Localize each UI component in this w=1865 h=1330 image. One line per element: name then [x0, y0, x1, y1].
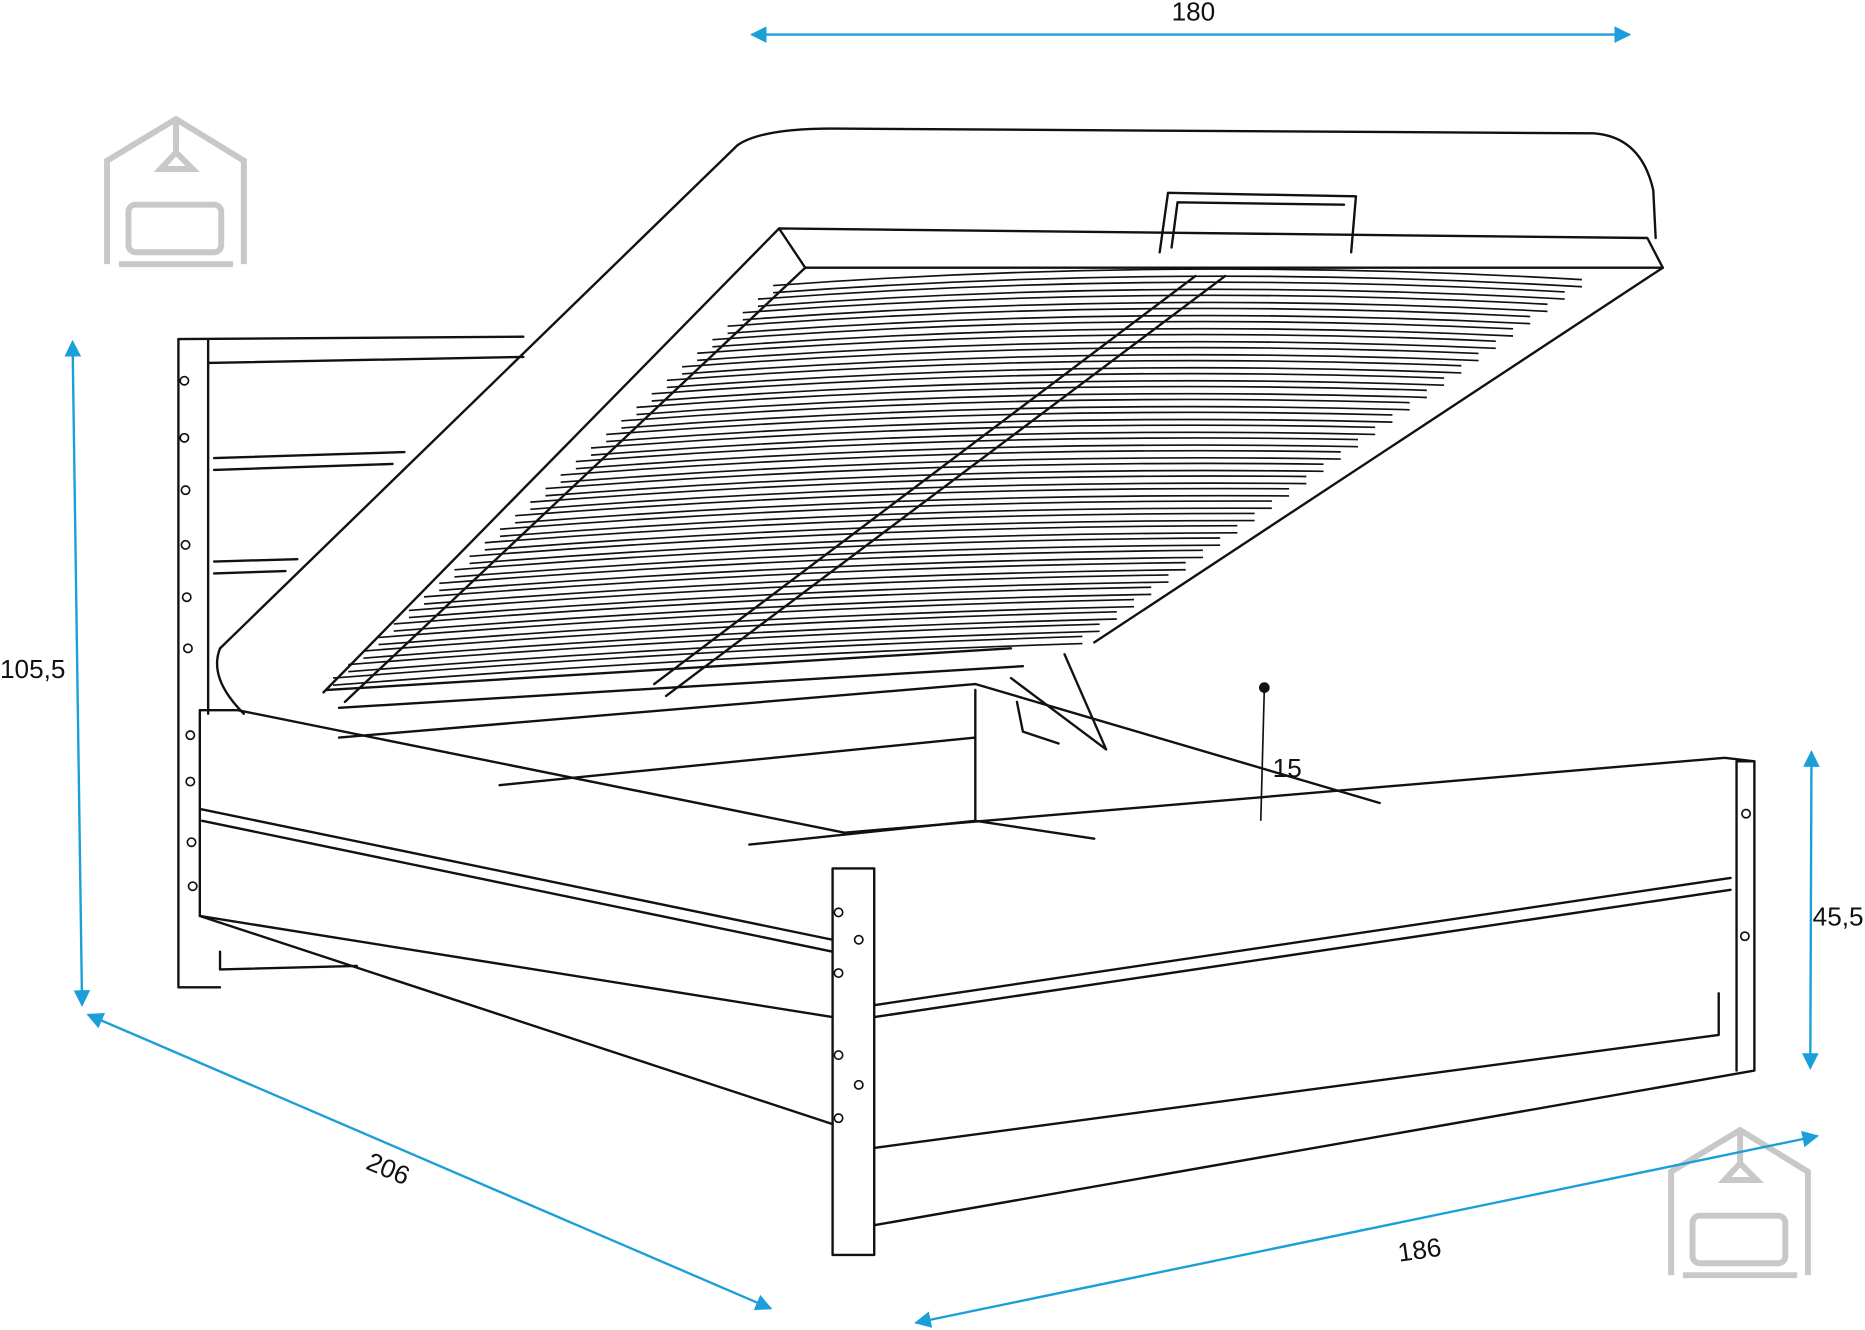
slat — [757, 288, 1565, 308]
slat — [697, 333, 1496, 355]
storage-depth-dimension: 15 — [1258, 682, 1302, 821]
slat — [348, 623, 1100, 666]
lift-lid — [215, 127, 1664, 715]
slat — [773, 268, 1582, 287]
slat — [424, 568, 1186, 605]
slat — [651, 372, 1445, 395]
slat — [636, 392, 1427, 416]
slat — [530, 475, 1307, 503]
slat — [530, 482, 1307, 511]
slat — [408, 574, 1169, 612]
slat — [682, 346, 1479, 368]
height-label: 105,5 — [0, 654, 65, 684]
slat — [575, 444, 1358, 470]
screw-hole — [181, 592, 192, 603]
slat — [332, 635, 1083, 679]
slat — [666, 366, 1462, 389]
slat — [727, 307, 1531, 328]
screw-hole — [833, 907, 844, 918]
slat — [545, 469, 1324, 497]
slat — [742, 301, 1548, 321]
slat — [560, 457, 1341, 484]
slat — [393, 593, 1152, 632]
bed-frame — [198, 653, 1756, 1257]
screw-hole — [833, 1050, 844, 1061]
slat — [651, 379, 1445, 402]
screw-hole — [182, 643, 193, 654]
dimension-lines — [64, 26, 1820, 1328]
screw-hole — [853, 1079, 864, 1090]
side-height-label: 45,5 — [1813, 901, 1864, 931]
slat — [712, 320, 1514, 341]
slat — [378, 598, 1135, 639]
slat — [378, 605, 1135, 646]
screw-hole — [180, 485, 191, 496]
screw-hole — [186, 837, 197, 848]
screw-hole — [833, 968, 844, 979]
slat — [606, 411, 1393, 436]
slat — [666, 359, 1462, 382]
slat — [424, 561, 1186, 598]
screw-hole — [185, 730, 196, 741]
house-sofa-logo-icon — [104, 115, 247, 268]
slat — [484, 519, 1255, 551]
slat — [742, 294, 1548, 314]
slat — [697, 340, 1496, 362]
slat — [454, 537, 1221, 571]
slat — [484, 512, 1255, 544]
screw-hole — [833, 1113, 844, 1124]
slat — [636, 385, 1427, 409]
slat — [348, 630, 1100, 673]
side-length-label: 186 — [1396, 1232, 1443, 1268]
storage-depth-label: 15 — [1273, 753, 1302, 783]
slat — [469, 524, 1238, 558]
screw-holes — [179, 375, 1752, 1124]
slat — [363, 611, 1117, 652]
slat — [439, 556, 1203, 592]
slat — [469, 532, 1238, 565]
slat — [499, 500, 1272, 531]
slat — [590, 424, 1376, 449]
slat — [727, 314, 1531, 335]
width-label: 180 — [1172, 0, 1216, 26]
slat — [606, 418, 1393, 443]
slat — [499, 507, 1272, 538]
slat — [560, 449, 1341, 476]
screw-hole — [1741, 808, 1752, 819]
slat — [682, 353, 1479, 375]
screw-hole — [179, 375, 190, 386]
slat — [621, 398, 1410, 422]
slat — [454, 544, 1221, 578]
slat — [515, 487, 1290, 517]
screw-hole — [853, 934, 864, 945]
screw-hole — [179, 432, 190, 443]
slat — [393, 586, 1152, 625]
slat — [621, 405, 1410, 429]
slat — [363, 618, 1117, 659]
slat — [757, 281, 1565, 300]
slat — [712, 327, 1514, 348]
slat — [439, 549, 1203, 585]
slat — [575, 437, 1358, 463]
slat — [545, 462, 1324, 490]
screw-hole — [187, 881, 198, 892]
screw-hole — [180, 539, 191, 550]
slat — [332, 642, 1083, 687]
slats — [332, 268, 1582, 687]
screw-hole — [1739, 931, 1750, 942]
slat — [590, 431, 1376, 456]
screw-hole — [185, 776, 196, 787]
slat — [773, 275, 1582, 294]
slat — [515, 494, 1290, 524]
slat — [408, 581, 1169, 619]
headboard — [177, 335, 525, 989]
